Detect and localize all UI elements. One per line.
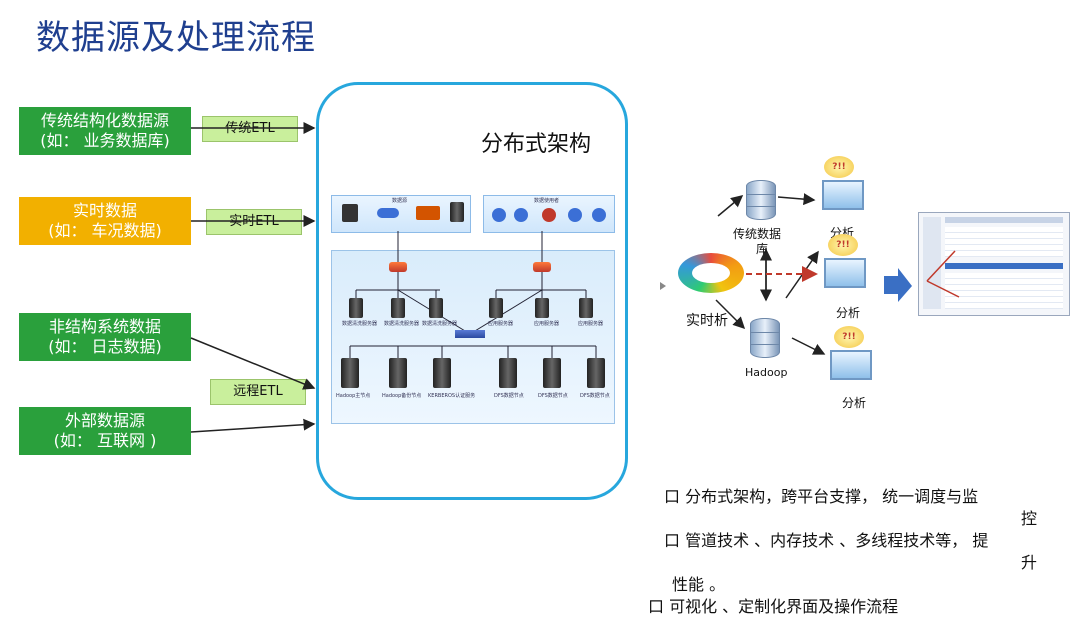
database-icon [746, 180, 776, 220]
server-label: 应用服务器 [534, 321, 560, 327]
hadoop-server-icon [389, 358, 407, 388]
dfs-server-icon [499, 358, 517, 388]
hadoop-database-icon [750, 318, 780, 358]
server-icon [535, 298, 549, 318]
analysis-label: 分析 [836, 306, 861, 320]
router-icon [533, 262, 551, 272]
server-label: Hadoop主节点 [336, 393, 371, 399]
server-label: DFS数据节点 [494, 393, 524, 399]
database-server-icon [450, 202, 464, 222]
bullet-text: 口 管道技术 、内存技术 、多线程技术等， 提 [664, 531, 989, 550]
switch-icon [455, 330, 485, 338]
source-example: (如： 车况数据) [48, 221, 162, 240]
page-title: 数据源及处理流程 [36, 18, 316, 58]
dfs-server-icon [587, 358, 605, 388]
files-icon [416, 206, 440, 220]
data-source-bar: 数据源 [331, 195, 471, 233]
architecture-title: 分布式架构 [481, 132, 592, 157]
hadoop-label: Hadoop [745, 366, 788, 379]
source-realtime: 实时数据 (如： 车况数据) [19, 197, 191, 245]
bullet-text: 口 可视化 、定制化界面及操作流程 [648, 597, 899, 616]
data-consumer-bar: 数据使用者 [483, 195, 615, 233]
analysis-monitor-icon [824, 258, 866, 288]
analysis-monitor-icon [822, 180, 864, 210]
user-icon [514, 208, 528, 222]
source-external: 外部数据源 (如： 互联网 ) [19, 407, 191, 455]
user-icon [542, 208, 556, 222]
realtime-ring-icon [678, 253, 744, 293]
router-icon [389, 262, 407, 272]
server-icon [349, 298, 363, 318]
alert-bubble-icon: ?!! [824, 156, 854, 178]
server-label: KERBEROS认证服务 [428, 393, 476, 399]
server-label: 应用服务器 [578, 321, 604, 327]
source-traditional: 传统结构化数据源 (如： 业务数据库) [19, 107, 191, 155]
source-example: (如： 业务数据库) [40, 131, 170, 150]
dfs-server-icon [543, 358, 561, 388]
server-label: DFS数据节点 [580, 393, 610, 399]
bullet-text-wrap: 控 [1021, 509, 1038, 528]
auth-server-icon [433, 358, 451, 388]
user-icon [592, 208, 606, 222]
server-icon [579, 298, 593, 318]
server-label: 数据清洗服务器 [384, 321, 420, 327]
source-label: 非结构系统数据 [48, 317, 161, 336]
bullet-text-wrap: 升 [1021, 553, 1038, 572]
bullet-text-wrap: 性能 。 [672, 575, 726, 594]
analysis-label: 分析 [842, 396, 867, 410]
source-unstructured: 非结构系统数据 (如： 日志数据) [19, 313, 191, 361]
car-icon [377, 208, 399, 218]
server-label: 数据清洗服务器 [342, 321, 378, 327]
server-icon [391, 298, 405, 318]
data-source-header: 数据源 [392, 198, 408, 204]
source-label: 传统结构化数据源 [40, 111, 169, 130]
alert-bubble-icon: ?!! [834, 326, 864, 348]
db-label-cont: 库 [756, 242, 769, 256]
server-label: DFS数据节点 [538, 393, 568, 399]
source-example: (如： 互联网 ) [53, 431, 157, 450]
etl-traditional-label: 传统ETL [202, 116, 298, 142]
realtime-label: 实时析 [686, 313, 728, 329]
db-label: 传统数据 [733, 227, 782, 241]
source-example: (如： 日志数据) [48, 337, 162, 356]
analysis-monitor-icon [830, 350, 872, 380]
server-icon [429, 298, 443, 318]
dashboard-screenshot [918, 212, 1070, 316]
user-icon [492, 208, 506, 222]
server-icon [489, 298, 503, 318]
etl-remote-label: 远程ETL [210, 379, 306, 405]
data-consumer-header: 数据使用者 [534, 198, 560, 204]
server-label: 数据清洗服务器 [422, 321, 458, 327]
server-label: Hadoop备份节点 [382, 393, 422, 399]
source-label: 外部数据源 [64, 411, 145, 430]
hadoop-server-icon [341, 358, 359, 388]
bullet-text: 口 分布式架构，跨平台支撑， 统一调度与监 [664, 487, 979, 506]
alert-bubble-icon: ?!! [828, 234, 858, 256]
server-label: 应用服务器 [488, 321, 514, 327]
source-label: 实时数据 [72, 201, 137, 220]
terminal-icon [342, 204, 358, 222]
user-icon [568, 208, 582, 222]
